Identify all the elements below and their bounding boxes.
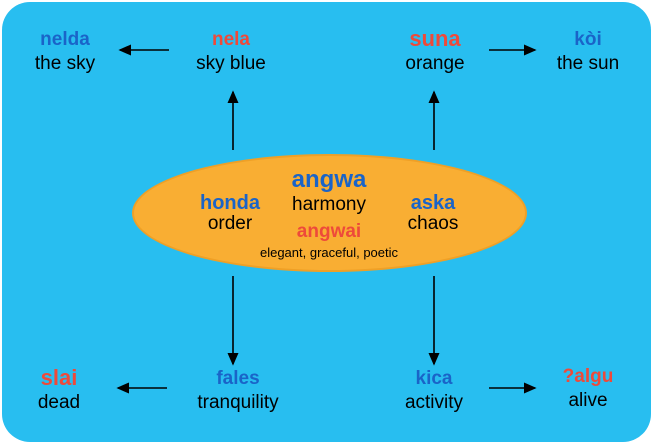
word-angwai: angwai <box>296 221 362 242</box>
node-suna: suna orange <box>405 26 464 76</box>
word-koi: kòi <box>574 29 602 50</box>
gloss-the-sun: the sun <box>556 52 620 74</box>
gloss-the-sky: the sky <box>34 52 96 74</box>
gloss-harmony: harmony <box>292 194 366 215</box>
gloss-order: order <box>207 213 253 234</box>
node-nelda: nelda the sky <box>35 29 95 76</box>
word-aska: aska <box>410 192 456 214</box>
word-fales: fales <box>216 368 260 389</box>
word-angwa: angwa <box>291 166 367 193</box>
node-nela: nela sky blue <box>196 29 266 76</box>
word-slai: slai <box>40 365 78 390</box>
gloss-chaos: chaos <box>407 213 459 234</box>
gloss-alive: alive <box>568 389 608 411</box>
gloss-elegant-graceful-poetic: elegant, graceful, poetic <box>259 245 399 260</box>
node-fales: fales tranquility <box>197 368 278 415</box>
gloss-orange: orange <box>405 53 465 75</box>
word-honda: honda <box>200 192 260 214</box>
center-ellipse <box>132 154 527 272</box>
node-slai: slai dead <box>38 365 80 415</box>
word-nela: nela <box>211 29 251 50</box>
gloss-tranquility: tranquility <box>197 391 279 413</box>
gloss-sky-blue: sky blue <box>196 52 266 74</box>
word-algu: ?algu <box>562 366 614 387</box>
node-koi: kòi the sun <box>557 29 619 76</box>
node-kica: kica activity <box>405 368 463 415</box>
word-kica: kica <box>415 368 453 389</box>
gloss-activity: activity <box>404 391 464 413</box>
word-suna: suna <box>409 26 461 51</box>
node-algu: ?algu alive <box>563 366 614 413</box>
word-nelda: nelda <box>40 29 90 50</box>
gloss-dead: dead <box>37 392 81 414</box>
